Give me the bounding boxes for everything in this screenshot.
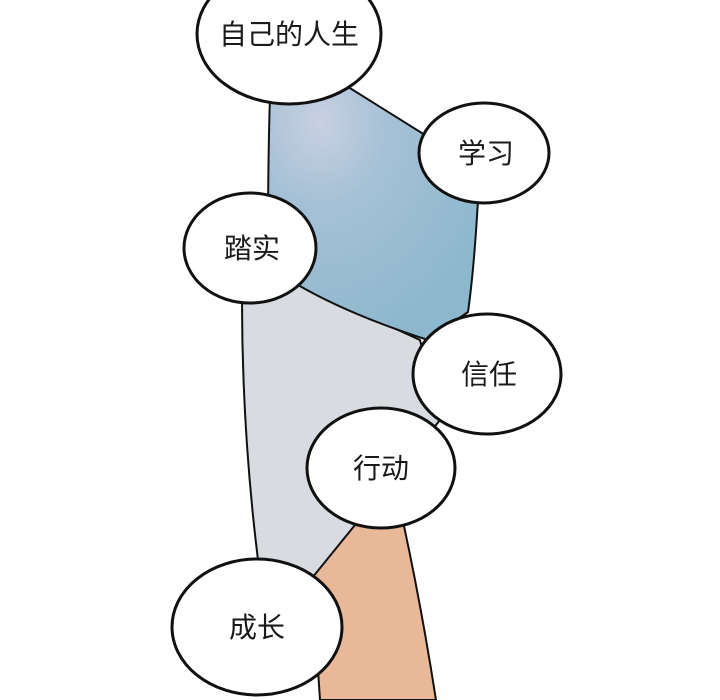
bubble-steady-label: 踏实	[224, 232, 280, 265]
bubble-trust: 信任	[411, 312, 563, 436]
bubble-action-label: 行动	[353, 452, 409, 485]
bubble-self-life: 自己的人生	[195, 0, 383, 106]
bubble-action: 行动	[305, 406, 457, 530]
bubble-self-life-label: 自己的人生	[219, 18, 359, 51]
bubble-growth-label: 成长	[229, 611, 285, 644]
bubble-study: 学习	[417, 101, 551, 205]
bubble-growth: 成长	[170, 557, 344, 697]
bubble-trust-label: 信任	[461, 358, 517, 391]
bubble-steady: 踏实	[182, 191, 318, 305]
bubble-study-label: 学习	[458, 137, 514, 170]
